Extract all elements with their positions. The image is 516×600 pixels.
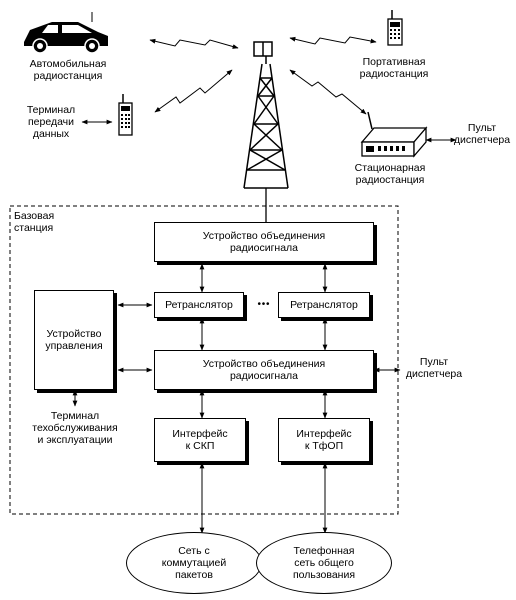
portable-radio-icon bbox=[387, 10, 403, 46]
car-icon bbox=[24, 12, 108, 54]
repeater-1-box: Ретранслятор bbox=[154, 292, 244, 318]
radio-link-stationary bbox=[289, 69, 367, 115]
radio-link-terminal bbox=[154, 69, 233, 113]
tower-icon bbox=[243, 41, 289, 189]
radio-link-car bbox=[149, 38, 239, 49]
stationary-radio-icon bbox=[360, 111, 428, 158]
terminal-radio-icon bbox=[118, 94, 133, 136]
repeater-ellipsis: • • • bbox=[257, 299, 269, 310]
radio-link-portable bbox=[289, 36, 377, 45]
connectors bbox=[72, 119, 457, 534]
radio-links bbox=[149, 36, 377, 115]
repeater-2-box: Ретранслятор bbox=[278, 292, 370, 318]
